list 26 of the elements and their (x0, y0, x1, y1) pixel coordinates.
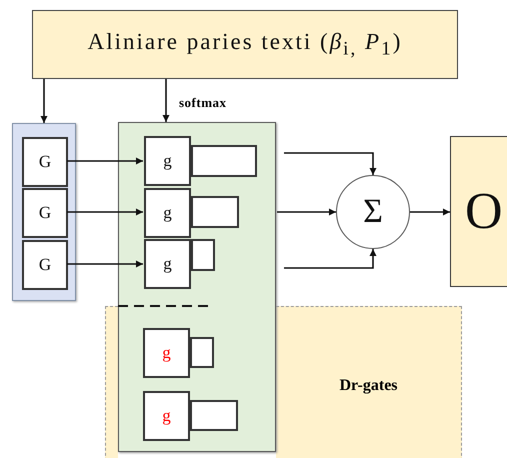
weight-bar (191, 196, 239, 228)
panel-heading: softmax (179, 95, 227, 111)
arrow (410, 208, 450, 216)
gate-box: G (22, 188, 68, 238)
input-panel (12, 123, 76, 301)
gate-box: g (144, 188, 191, 238)
title-box (32, 10, 458, 79)
gate-box: G (22, 240, 68, 290)
arrow (277, 208, 336, 216)
arrow (40, 79, 48, 123)
panel-label: Dr-gates (339, 377, 398, 395)
gate-box: g (144, 136, 191, 186)
gate-box: g (144, 239, 191, 289)
arrow (284, 152, 376, 175)
arrow (67, 208, 143, 216)
gates-panel (276, 306, 462, 458)
arrow (284, 249, 376, 269)
weight-bar (191, 145, 257, 177)
arrow (67, 158, 143, 164)
sum-circle: Σ (336, 175, 410, 249)
output-box: O (450, 136, 507, 287)
arrow (67, 260, 143, 268)
title-text: Aliniare paries texti (β$_{i,}$ P$_{1}$) (88, 28, 402, 60)
arrow (162, 79, 170, 122)
gate-box: G (22, 137, 68, 187)
weight-bar (191, 239, 215, 271)
